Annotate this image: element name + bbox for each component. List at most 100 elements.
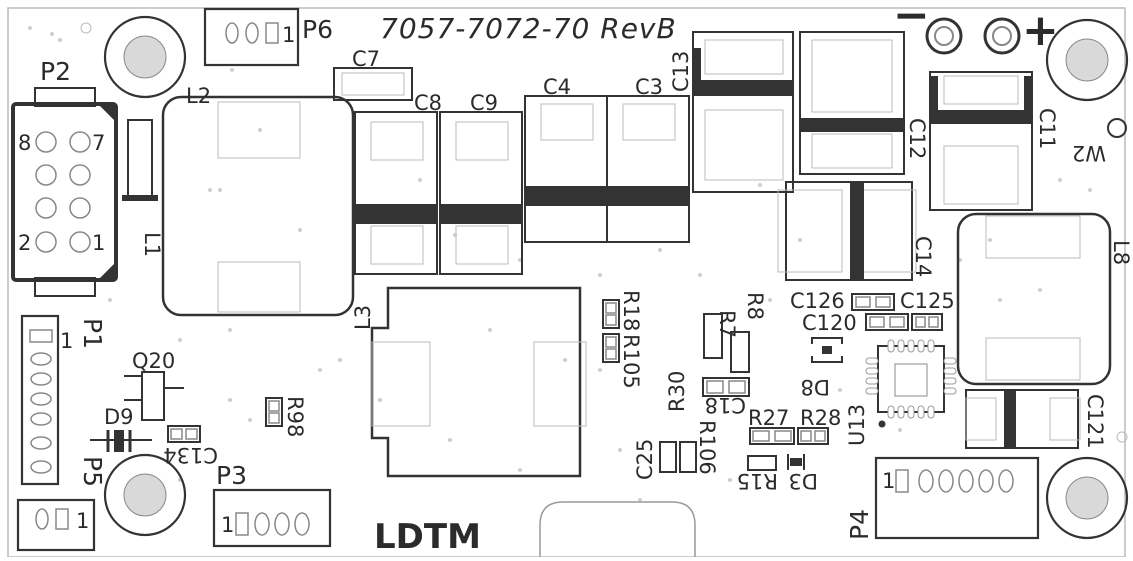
- connector-p4: 1 P4: [845, 456, 1040, 540]
- capacitor-c120: C120: [802, 311, 943, 335]
- c126-label: C126: [790, 289, 845, 313]
- capacitor-c3: C3: [606, 75, 690, 243]
- r8-label: R8: [743, 292, 767, 320]
- d3-label: D3: [788, 469, 818, 493]
- capacitor-c14: C14: [777, 181, 935, 281]
- capacitor-c134: C134: [163, 425, 218, 467]
- transistor-q20: Q20: [124, 349, 184, 421]
- diode-d3: D3: [787, 454, 818, 493]
- resistor-r98: R98: [265, 396, 307, 437]
- c18-label: C18: [705, 393, 746, 417]
- c125-label: C125: [900, 289, 955, 313]
- p2-label: P2: [40, 57, 71, 86]
- resistor-r18: R18: [602, 290, 643, 331]
- p4-pin1-label: 1: [882, 469, 895, 493]
- p2-pin7-label: 7: [92, 131, 105, 155]
- inductor-l8: L8: [956, 212, 1133, 386]
- w2-label: W2: [1072, 141, 1106, 165]
- c9-label: C9: [470, 91, 498, 115]
- capacitor-c121: C121: [965, 389, 1107, 449]
- diode-d9: D9: [90, 405, 152, 452]
- l8-label: L8: [1109, 240, 1133, 265]
- r27-label: R27: [748, 406, 789, 430]
- capacitor-c9: C9: [439, 91, 523, 275]
- testpoint-w2: W2: [1072, 118, 1127, 165]
- p5-label: P5: [78, 456, 107, 487]
- p2-pin8-label: 8: [18, 131, 31, 155]
- capacitor-c12: C12: [799, 31, 929, 175]
- resistor-r27: R27: [748, 406, 795, 445]
- resistor-r7: R7: [703, 310, 739, 359]
- c11-label: C11: [1035, 108, 1059, 149]
- p1-label: P1: [78, 318, 107, 349]
- via-field: [28, 26, 1092, 502]
- resistor-r8: R8: [730, 292, 767, 373]
- connector-p3: 1 P3: [212, 461, 332, 548]
- p1-pin1-label: 1: [60, 329, 73, 353]
- board-cutout: [539, 501, 696, 557]
- p2-pin1-label: 1: [92, 231, 105, 255]
- r28-label: R28: [800, 406, 841, 430]
- power-terminals: − +: [893, 0, 1059, 56]
- p5-pin1-label: 1: [76, 509, 89, 533]
- capacitor-c8: C8: [354, 91, 442, 275]
- r105-label: R105: [619, 334, 643, 389]
- c25-label: C25: [633, 439, 657, 480]
- p3-label: P3: [216, 461, 247, 490]
- resistor-r105: R105: [602, 333, 643, 389]
- c134-label: C134: [163, 443, 218, 467]
- p6-label: P6: [302, 15, 333, 44]
- inductor-l2: L2: [161, 84, 355, 317]
- capacitor-c18: C18: [702, 377, 750, 417]
- resistor-r28: R28: [797, 406, 841, 445]
- r18-label: R18: [619, 290, 643, 331]
- p6-pin1-label: 1: [282, 23, 295, 47]
- c7-label: C7: [352, 47, 380, 71]
- ldtm-label: LDTM: [374, 517, 481, 557]
- c13-label: C13: [669, 51, 693, 92]
- r30-label: R30: [665, 371, 689, 412]
- c121-label: C121: [1083, 394, 1107, 449]
- resistor-r106: R106: [679, 420, 719, 475]
- p3-pin1-label: 1: [221, 513, 234, 537]
- resistor-r30: R30: [665, 371, 689, 412]
- inductor-l1: L1: [122, 119, 164, 257]
- capacitor-c11: C11: [929, 71, 1059, 211]
- board-title: 7057-7072-70 RevB: [380, 12, 677, 45]
- board-edge: [7, 7, 1126, 558]
- c4-label: C4: [543, 75, 571, 99]
- minus-label: −: [893, 0, 930, 41]
- c14-label: C14: [911, 236, 935, 277]
- q20-label: Q20: [132, 349, 175, 373]
- p2-pin2-label: 2: [18, 231, 31, 255]
- inductor-l3: L3: [351, 286, 587, 478]
- r15-label: R15: [737, 469, 778, 493]
- capacitor-c7: C7: [333, 47, 413, 101]
- c12-label: C12: [905, 118, 929, 159]
- r106-label: R106: [695, 420, 719, 475]
- l3-label: L3: [351, 305, 375, 330]
- u13-label: U13: [845, 404, 869, 446]
- c3-label: C3: [635, 75, 663, 99]
- connector-p5: 1 P5: [16, 456, 107, 552]
- l1-label: L1: [140, 232, 164, 257]
- c120-label: C120: [802, 311, 857, 335]
- capacitor-c125: C125: [900, 289, 955, 313]
- l2-label: L2: [186, 84, 211, 108]
- capacitor-c126: C126: [790, 289, 895, 313]
- resistor-r15: R15: [737, 455, 778, 493]
- ic-u13: U13: [845, 339, 957, 446]
- c8-label: C8: [414, 91, 442, 115]
- connector-p2: P2 8 7 2 1: [11, 57, 118, 297]
- connector-p6: 1 P6: [203, 7, 333, 67]
- d9-label: D9: [104, 405, 134, 429]
- mounting-holes: [80, 15, 1129, 540]
- capacitor-c13: C13: [669, 31, 794, 193]
- connector-p1: 1 P1: [20, 314, 107, 486]
- diode-d8: D8: [800, 337, 843, 399]
- r98-label: R98: [283, 396, 307, 437]
- d8-label: D8: [800, 375, 830, 399]
- capacitor-c25: C25: [633, 439, 677, 480]
- p4-label: P4: [845, 509, 874, 540]
